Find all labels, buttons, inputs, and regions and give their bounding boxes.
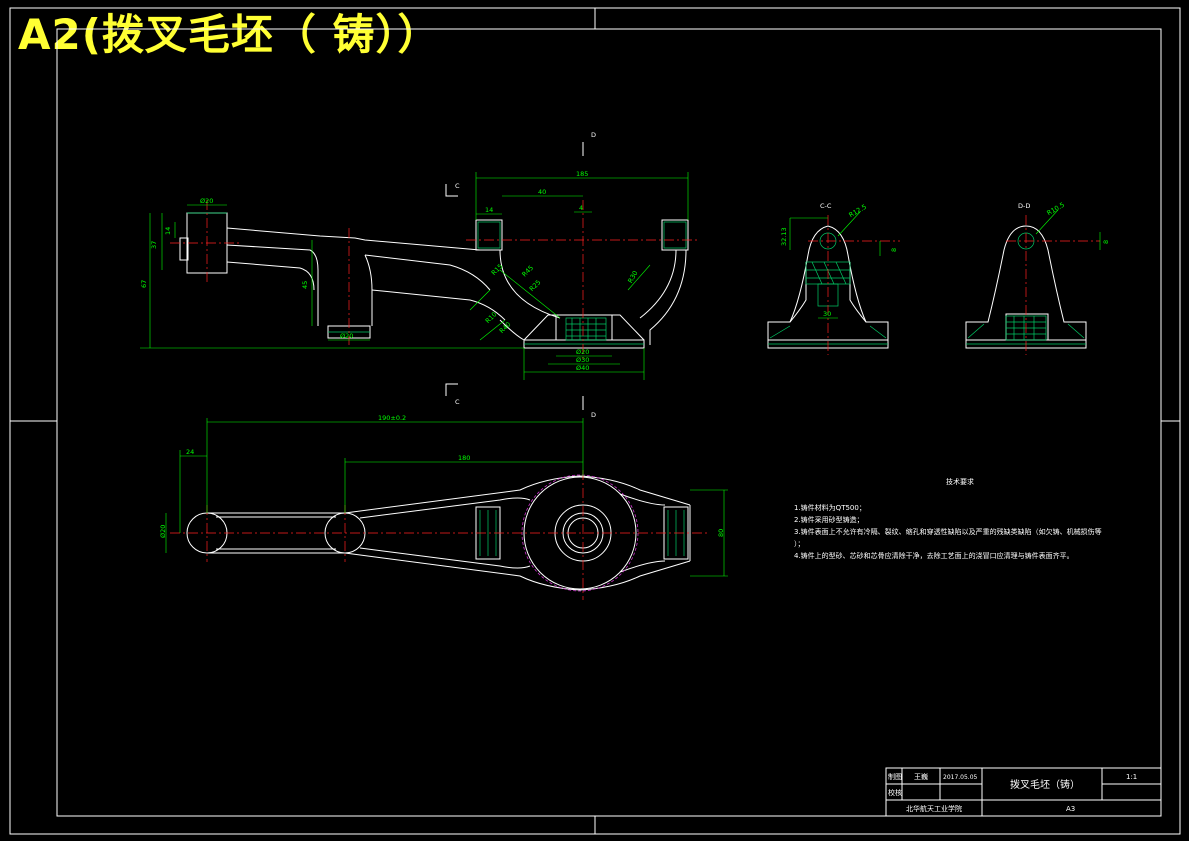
technical-notes: 技术要求 1.铸件材料为QT500； 2.铸件采用砂型铸造； 3.铸件表面上不允… bbox=[794, 477, 1102, 560]
note-line-5: 4.铸件上的型砂、芯砂和芯骨应清除干净，去除工艺面上的浇冒口应清理与铸件表面齐平… bbox=[794, 551, 1074, 560]
front-view: C C D D Ø20 37 14 67 45 Ø20 185 40 14 4 … bbox=[140, 131, 700, 419]
title-block-drawn-by: 王巍 bbox=[914, 772, 928, 781]
dim-r30: R30 bbox=[626, 269, 639, 284]
section-view-dd: D-D R10.5 8 bbox=[965, 201, 1110, 355]
title-block-school: 北华航天工业学院 bbox=[906, 804, 962, 813]
dim-8a: 8 bbox=[890, 248, 898, 252]
dim-24: 24 bbox=[186, 448, 194, 456]
drawing-title: A2(拨叉毛坯（ 铸）） bbox=[18, 10, 441, 59]
title-block-sheet: A3 bbox=[1066, 805, 1075, 813]
dim-r10-5: R10.5 bbox=[1046, 201, 1066, 217]
dim-4: 4 bbox=[579, 204, 583, 212]
dim-67: 67 bbox=[140, 280, 148, 288]
note-line-3: 3.铸件表面上不允许有冷隔、裂纹、缩孔和穿透性缺陷以及严重的残缺类缺陷（如欠铸、… bbox=[794, 527, 1102, 536]
dim-8b: 8 bbox=[1102, 240, 1110, 244]
dim-80: 80 bbox=[717, 529, 725, 537]
dim-40: 40 bbox=[538, 188, 546, 196]
dim-d20-bottom: Ø20 bbox=[340, 332, 353, 340]
note-line-1: 1.铸件材料为QT500； bbox=[794, 503, 866, 512]
title-block-drawn-label: 制图 bbox=[888, 772, 902, 781]
notes-heading: 技术要求 bbox=[946, 477, 974, 486]
section-view-cc: C-C R12.5 32.13 30 8 bbox=[767, 202, 900, 355]
dim-190: 190±0.2 bbox=[378, 414, 406, 422]
dim-30: 30 bbox=[823, 310, 831, 318]
title-block: 制图 王巍 2017.05.05 校核 拨叉毛坯（铸） 1:1 北华航天工业学院… bbox=[885, 767, 1162, 817]
dim-37: 37 bbox=[150, 241, 158, 249]
section-label-cc: C-C bbox=[820, 202, 832, 210]
title-block-scale: 1:1 bbox=[1126, 773, 1137, 781]
dim-180: 180 bbox=[458, 454, 470, 462]
dim-d20b: Ø20 bbox=[576, 348, 589, 356]
note-line-2: 2.铸件采用砂型铸造； bbox=[794, 515, 864, 524]
dim-r40: R40 bbox=[498, 320, 513, 335]
title-block-check-label: 校核 bbox=[888, 788, 902, 797]
section-mark-d-bottom: D bbox=[591, 411, 596, 419]
dim-r45: R45 bbox=[520, 264, 535, 279]
dim-32: 32.13 bbox=[780, 227, 788, 246]
dim-r15: R15 bbox=[490, 262, 505, 277]
section-mark-c-bottom: C bbox=[455, 398, 460, 406]
dim-r25: R25 bbox=[528, 278, 543, 293]
dim-d30b: Ø30 bbox=[576, 356, 589, 364]
sheet-frame bbox=[9, 7, 1181, 835]
title-block-date: 2017.05.05 bbox=[943, 774, 978, 781]
dim-d20-top: Ø20 bbox=[200, 197, 213, 205]
dim-r12-5: R12.5 bbox=[848, 203, 868, 219]
section-mark-d-top: D bbox=[591, 131, 596, 139]
section-label-dd: D-D bbox=[1018, 202, 1030, 210]
section-mark-c-top: C bbox=[455, 182, 460, 190]
title-block-part-name: 拨叉毛坯（铸） bbox=[1010, 778, 1080, 791]
note-line-4: ）； bbox=[794, 540, 805, 548]
dim-d40b: Ø40 bbox=[576, 364, 589, 372]
top-view: 190±0.2 180 24 Ø20 80 bbox=[159, 414, 728, 600]
dim-14: 14 bbox=[164, 227, 172, 235]
dim-d20-top-view: Ø20 bbox=[159, 525, 167, 538]
dim-14b: 14 bbox=[485, 206, 493, 214]
dim-185: 185 bbox=[576, 170, 588, 178]
dim-45: 45 bbox=[301, 281, 309, 289]
